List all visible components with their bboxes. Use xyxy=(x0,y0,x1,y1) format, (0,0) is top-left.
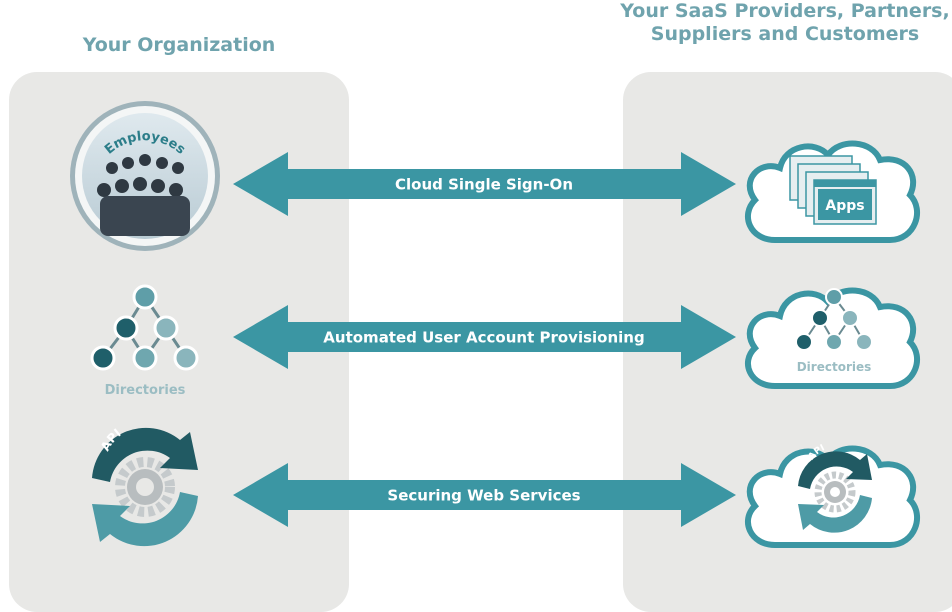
employees-icon: Employees xyxy=(70,101,220,251)
api-cloud-icon: API xyxy=(744,443,921,548)
directories-tree-icon xyxy=(90,284,199,371)
sso-arrow: Cloud Single Sign-On xyxy=(233,152,736,216)
directories-label-left: Directories xyxy=(105,383,186,398)
provisioning-arrow-label: Automated User Account Provisioning xyxy=(323,329,644,347)
sso-arrow-label: Cloud Single Sign-On xyxy=(395,176,573,194)
web-services-arrow: Securing Web Services xyxy=(233,463,736,527)
diagram-canvas: Cloud Single Sign-On Automated User Acco… xyxy=(70,101,921,548)
web-services-arrow-label: Securing Web Services xyxy=(387,487,580,505)
providers-title-line1: Your SaaS Providers, Partners, xyxy=(620,0,950,22)
provisioning-arrow: Automated User Account Provisioning xyxy=(233,305,736,369)
directories-cloud-icon: Directories xyxy=(744,287,921,389)
api-gear-icon-left: API xyxy=(92,426,198,547)
directories-label-right: Directories xyxy=(797,360,872,374)
organization-title: Your Organization xyxy=(82,34,276,56)
app-window-stack: Apps xyxy=(789,155,877,225)
providers-title-line2: Suppliers and Customers xyxy=(650,23,920,45)
providers-title: Your SaaS Providers, Partners, Suppliers… xyxy=(600,0,952,46)
apps-cloud-icon: Apps xyxy=(744,140,921,243)
apps-label: Apps xyxy=(825,198,864,214)
